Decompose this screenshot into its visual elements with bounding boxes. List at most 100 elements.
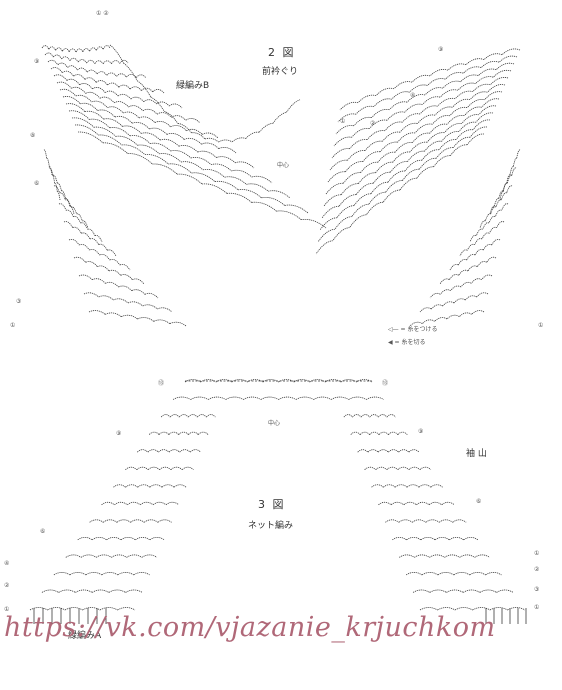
- fig3-left-row-7: [113, 484, 187, 488]
- fig2-left-row-11: [71, 117, 291, 199]
- fig2-right-lower-row-4: [469, 203, 509, 243]
- fig2-left-row-3: [47, 59, 147, 79]
- fig2-left-row-10: [68, 110, 273, 184]
- marker-f3-6-left: ⑥: [40, 528, 46, 535]
- fig2-left-row-1: [41, 45, 111, 53]
- fig2-right-row-13: [315, 133, 485, 255]
- marker-f3-13-left: ⑬: [158, 380, 165, 387]
- legend-attach-text: = 糸をつける: [400, 326, 438, 333]
- fig3-left-row-10: [77, 536, 165, 541]
- marker-f3-13-right: ⑬: [382, 380, 389, 387]
- fig2-right-lower-row-9: [419, 292, 489, 313]
- figure3-subtitle: ネット編み: [248, 521, 294, 531]
- fig2-right-row-4: [333, 69, 512, 147]
- fig2-right-row-8: [325, 98, 500, 195]
- marker-f3-1-left: ①: [4, 606, 10, 613]
- fig2-left-lower-row-8: [78, 274, 159, 299]
- marker-f3-4-left: ④: [4, 560, 10, 567]
- fig2-left-row-7: [59, 88, 219, 139]
- fig2-left-row-12: [74, 124, 309, 214]
- figure2-number: 2 図: [268, 46, 296, 59]
- marker-f3-3-right: ③: [534, 586, 540, 593]
- fig2-left-lower-row-3: [53, 185, 89, 229]
- marker-left-3: ③: [16, 298, 22, 305]
- fig2-right-lower-row-6: [449, 238, 501, 271]
- fig2-left-neck-edge: [109, 44, 301, 143]
- fig2-right-lower-row-8: [429, 274, 493, 299]
- fig2-right-lower-row-2: [489, 167, 517, 215]
- fig2-right-row-12: [317, 126, 488, 243]
- watermark-url: https://vk.com/vjazanie_krjuchkom: [4, 612, 496, 643]
- fig3-left-row-9: [89, 519, 172, 523]
- fig3-row-2: [172, 396, 384, 400]
- fig2-right-lower-row-10: [409, 310, 485, 327]
- fig3-left-row-14: [29, 607, 136, 611]
- fig2-right-lower-row-5: [459, 221, 505, 257]
- fig3-left-row-8: [101, 501, 180, 506]
- fig2-right-row-2: [337, 55, 518, 123]
- legend-cut-text: = 糸を切る: [394, 339, 426, 346]
- fig3-right-row-12: [405, 572, 502, 576]
- marker-left-6: ⑥: [34, 180, 40, 187]
- marker-left-9: ⑨: [34, 58, 40, 65]
- fig2-left-lower-row-7: [73, 256, 145, 285]
- fig3-row-1: [184, 379, 373, 383]
- fig3-left-row-6: [125, 466, 194, 470]
- fig2-right-row-10: [321, 112, 494, 219]
- fig3-left-row-13: [41, 589, 143, 593]
- fig3-right-row-14: [419, 607, 526, 611]
- fig2-left-row-4: [50, 67, 165, 94]
- figure3-edge-label: 緑編みA: [68, 631, 102, 641]
- fig3-right-row-4: [350, 431, 408, 435]
- fig3-left-row-5: [137, 449, 202, 453]
- fig2-right-row-5: [331, 77, 509, 159]
- fig2-right-lower-row-7: [439, 256, 497, 285]
- fig2-left-row-5: [53, 74, 183, 109]
- fig2-right-row-7: [327, 91, 503, 183]
- marker-f3-1-right: ①: [534, 550, 540, 557]
- figure3-number: 3 図: [258, 498, 286, 511]
- marker-right-9: ⑨: [438, 46, 444, 53]
- fig3-right-row-8: [378, 501, 455, 506]
- fig2-left-lower-row-4: [58, 203, 103, 243]
- fig2-left-lower-row-2: [48, 167, 75, 215]
- figure3-sleeve-cap: 袖 山: [466, 449, 487, 459]
- fig3-left-row-11: [65, 554, 158, 558]
- fig3-right-row-13: [412, 589, 514, 593]
- fig3-right-row-6: [364, 466, 432, 470]
- fig2-left-lower-row-10: [88, 310, 187, 327]
- fig3-right-row-5: [357, 449, 420, 453]
- marker-f3-2-right: ②: [534, 566, 540, 573]
- marker-left-8: ⑧: [30, 132, 36, 139]
- fig2-left-row-2: [44, 52, 129, 65]
- fig2-left-row-13: [77, 131, 327, 229]
- marker-right-1: ①: [340, 118, 346, 125]
- fig2-right-row-9: [323, 105, 497, 207]
- fig3-right-row-9: [385, 519, 467, 523]
- fig3-left-row-3: [160, 414, 216, 418]
- figure2-edge-label: 緑編みB: [176, 81, 210, 91]
- marker-left-1: ①: [10, 322, 16, 329]
- figure3-center-label: 中心: [268, 420, 281, 427]
- marker-right-2: ②: [370, 120, 376, 127]
- fig3-right-row-10: [392, 536, 479, 541]
- figure2-left-panel: [41, 44, 327, 327]
- fig2-right-lower-row-1: [499, 149, 521, 201]
- marker-f3-9-right: ⑨: [418, 428, 424, 435]
- fig3-right-row-3: [343, 414, 396, 418]
- figure2-center-label: 中心: [277, 162, 290, 169]
- legend-attach: ◁— = 糸をつける: [388, 326, 438, 333]
- fig2-right-row-6: [329, 84, 506, 171]
- fig2-left-lower-row-9: [83, 292, 173, 313]
- fig3-right-row-11: [399, 554, 490, 558]
- fig3-left-row-12: [53, 572, 150, 576]
- legend-cut: ◀ = 糸を切る: [388, 339, 426, 346]
- marker-right-4: ④: [410, 92, 416, 99]
- marker-f3-2-left: ②: [4, 582, 10, 589]
- figure2-right-panel: [315, 48, 521, 327]
- fig2-right-row-3: [335, 62, 515, 135]
- fig2-left-lower-row-1: [43, 149, 61, 201]
- fig2-right-row-1: [339, 48, 521, 111]
